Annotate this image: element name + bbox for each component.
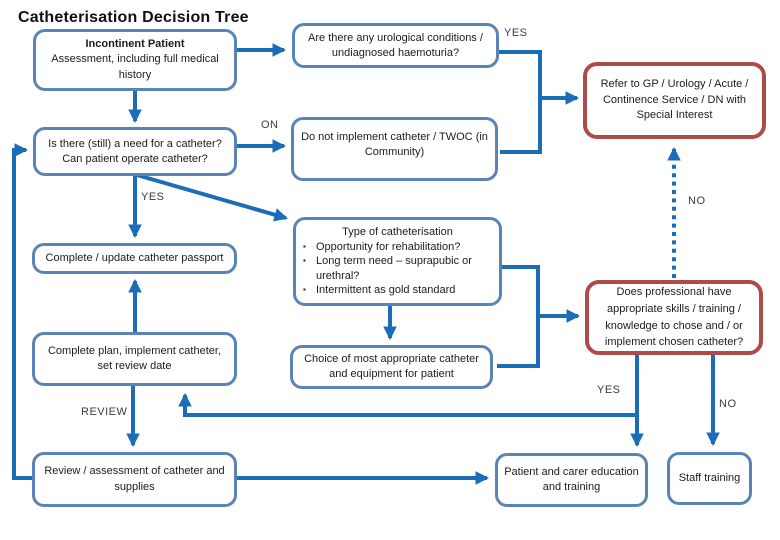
label-yes-bottom: YES (597, 384, 621, 396)
node-do-not-implement-text: Do not implement catheter / TWOC (in Com… (301, 131, 488, 158)
node-does-professional: Does professional have appropriate skill… (585, 280, 763, 355)
node-complete-plan: Complete plan, implement catheter, set r… (32, 332, 237, 386)
node-type-title: Type of catheterisation (342, 226, 453, 238)
line-urological-yes-elbow (499, 50, 542, 154)
type-bullet-text: Intermittent as gold standard (316, 284, 456, 297)
node-staff-training: Staff training (667, 452, 752, 505)
node-type-of-catheterisation: Type of catheterisation ▪ Opportunity fo… (293, 217, 502, 306)
type-bullet-text: Long term need – suprapubic or urethral? (316, 255, 472, 282)
type-bullet-item: ▪ Intermittent as gold standard (303, 283, 492, 298)
node-do-not-implement: Do not implement catheter / TWOC (in Com… (291, 117, 498, 181)
node-catheter-passport-text: Complete / update catheter passport (45, 251, 224, 264)
label-on: ON (261, 119, 279, 131)
node-staff-training-text: Staff training (678, 471, 741, 484)
node-urological-text: Are there any urological conditions / un… (308, 31, 483, 59)
type-bullet-item: ▪ Long term need – suprapubic or urethra… (303, 254, 492, 283)
type-bullet-item: ▪ Opportunity for rehabilitation? (303, 240, 492, 255)
node-incontinent-title: Incontinent Patient (85, 37, 185, 50)
type-bullet-text: Opportunity for rehabilitation? (316, 240, 461, 253)
bullet-icon: ▪ (303, 256, 306, 266)
node-patient-education-text: Patient and carer education and training (504, 465, 639, 493)
node-does-professional-text: Does professional have appropriate skill… (604, 286, 744, 349)
node-incontinent-body: Assessment, including full medical histo… (51, 53, 219, 81)
node-need-catheter-question: Is there (still) a need for a catheter? … (33, 127, 237, 176)
node-incontinent-patient: Incontinent Patient Assessment, includin… (33, 29, 237, 91)
node-choice-of-catheter-text: Choice of most appropriate catheter and … (304, 352, 479, 380)
node-review-assessment: Review / assessment of catheter and supp… (32, 452, 237, 507)
arrow-review-loop-to-need-question (12, 143, 32, 480)
node-patient-education: Patient and carer education and training (495, 453, 648, 507)
node-catheter-passport: Complete / update catheter passport (32, 243, 237, 274)
node-need-catheter-text: Is there (still) a need for a catheter? … (48, 137, 222, 165)
bullet-icon: ▪ (303, 241, 306, 251)
node-refer-gp-text: Refer to GP / Urology / Acute / Continen… (600, 78, 749, 122)
label-yes-top: YES (504, 27, 528, 39)
node-choice-of-catheter: Choice of most appropriate catheter and … (290, 345, 493, 389)
page-title: Catheterisation Decision Tree (18, 9, 249, 26)
line-type-choice-merge-elbow (497, 265, 540, 368)
node-complete-plan-text: Complete plan, implement catheter, set r… (47, 344, 222, 372)
label-no-bottom: NO (719, 398, 737, 410)
label-yes-mid: YES (141, 191, 165, 203)
label-review: REVIEW (81, 406, 128, 418)
arrow-yes-loop-to-complete-plan (178, 392, 637, 417)
bullet-icon: ▪ (303, 285, 306, 295)
label-no-dashed: NO (688, 195, 706, 207)
node-urological-question: Are there any urological conditions / un… (292, 23, 499, 68)
node-refer-gp: Refer to GP / Urology / Acute / Continen… (583, 62, 766, 139)
node-review-assessment-text: Review / assessment of catheter and supp… (44, 465, 225, 493)
